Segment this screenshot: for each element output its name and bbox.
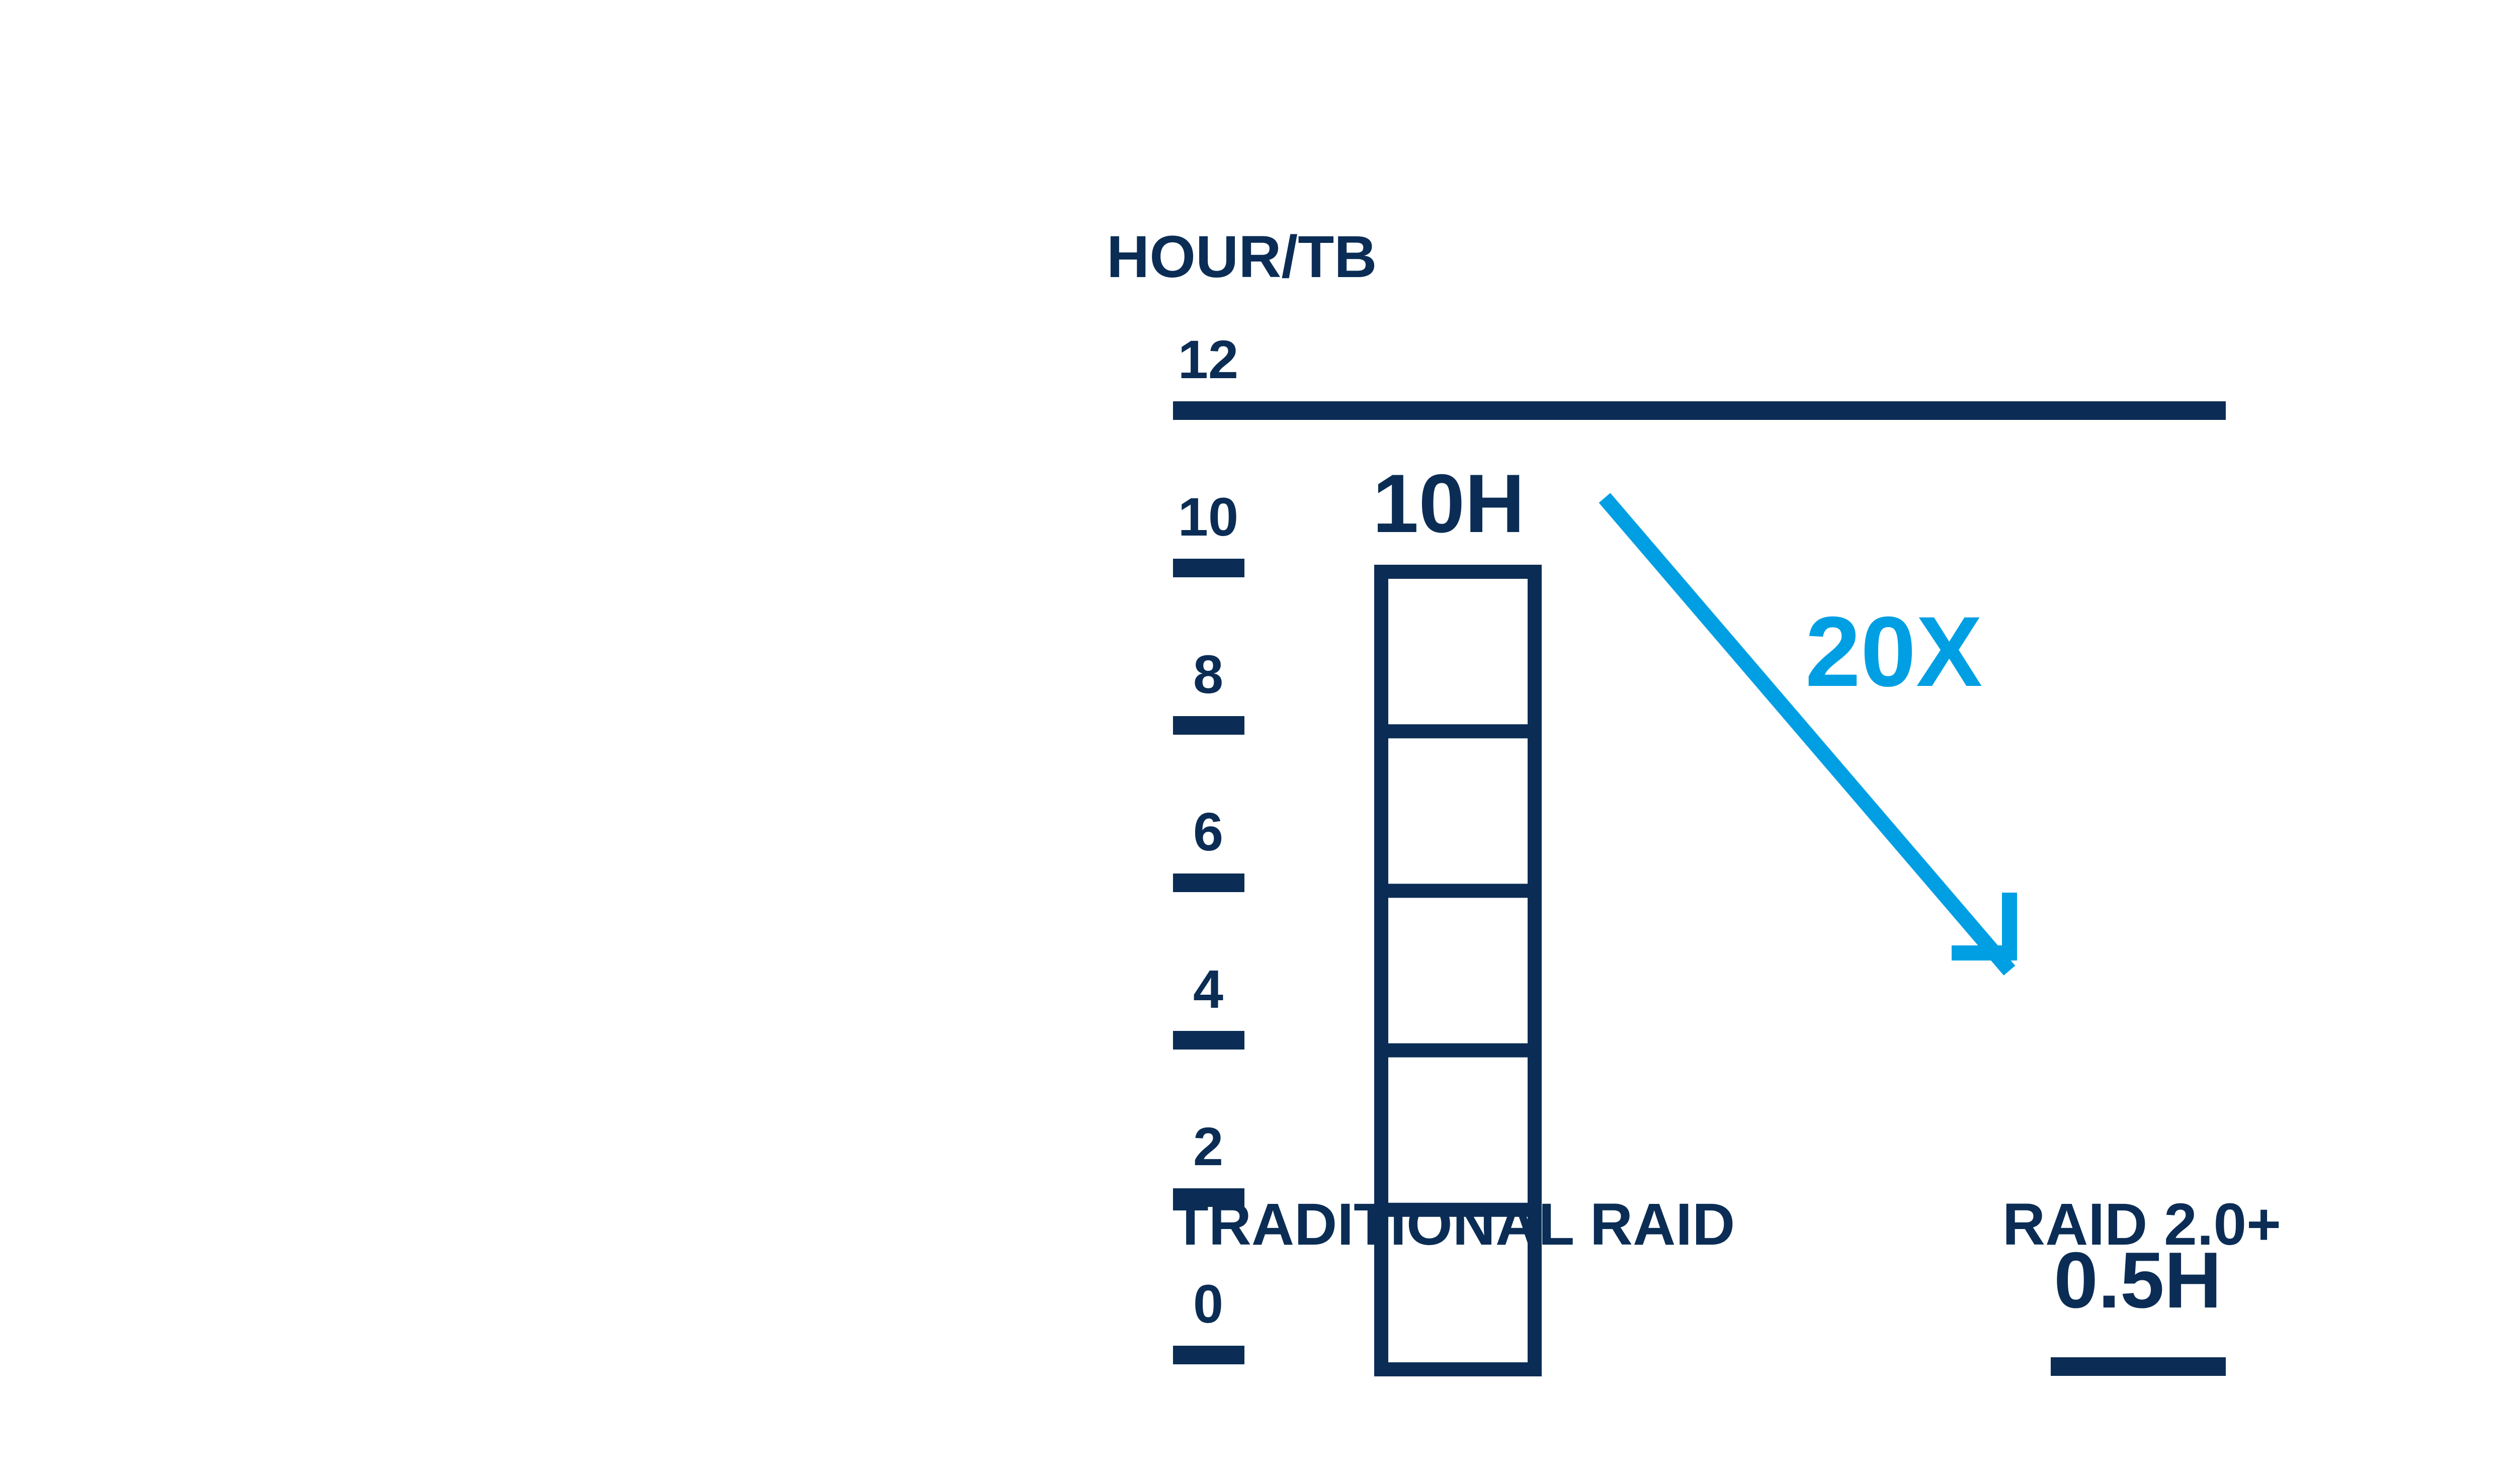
y-tick-mark	[1173, 1346, 1244, 1364]
y-tick-label: 4	[1193, 958, 1223, 1019]
y-tick-label: 10	[1178, 486, 1238, 547]
y-tick-label: 6	[1193, 801, 1223, 862]
reduction-annotation: 20X	[1805, 596, 1982, 707]
reduction-arrow-head	[1952, 893, 2017, 961]
y-tick-label: 0	[1193, 1273, 1223, 1334]
y-tick-label: 2	[1193, 1116, 1223, 1177]
y-tick-mark	[1173, 1188, 1244, 1207]
y-tick-mark	[1173, 874, 1244, 892]
bar-raid-2	[2051, 1357, 2226, 1376]
category-label-raid2: RAID 2.0+	[2002, 1191, 2281, 1258]
bar-traditional-raid	[1374, 565, 1542, 1376]
y-tick-mark	[1173, 559, 1244, 577]
y-tick-mark	[1173, 1031, 1244, 1050]
y-tick-mark	[1173, 716, 1244, 735]
data-label-raid2: 0.5H	[2054, 1236, 2222, 1325]
y-tick-label: 8	[1193, 644, 1223, 705]
y-max-line	[1173, 401, 2226, 420]
reduction-arrow-shaft	[1599, 493, 2016, 976]
data-label-traditional: 10H	[1373, 457, 1525, 550]
y-tick-label: 12	[1178, 329, 1238, 390]
y-axis-label: HOUR/TB	[1107, 224, 1377, 290]
category-label-traditional: TRADITIONAL RAID	[1172, 1191, 1735, 1258]
